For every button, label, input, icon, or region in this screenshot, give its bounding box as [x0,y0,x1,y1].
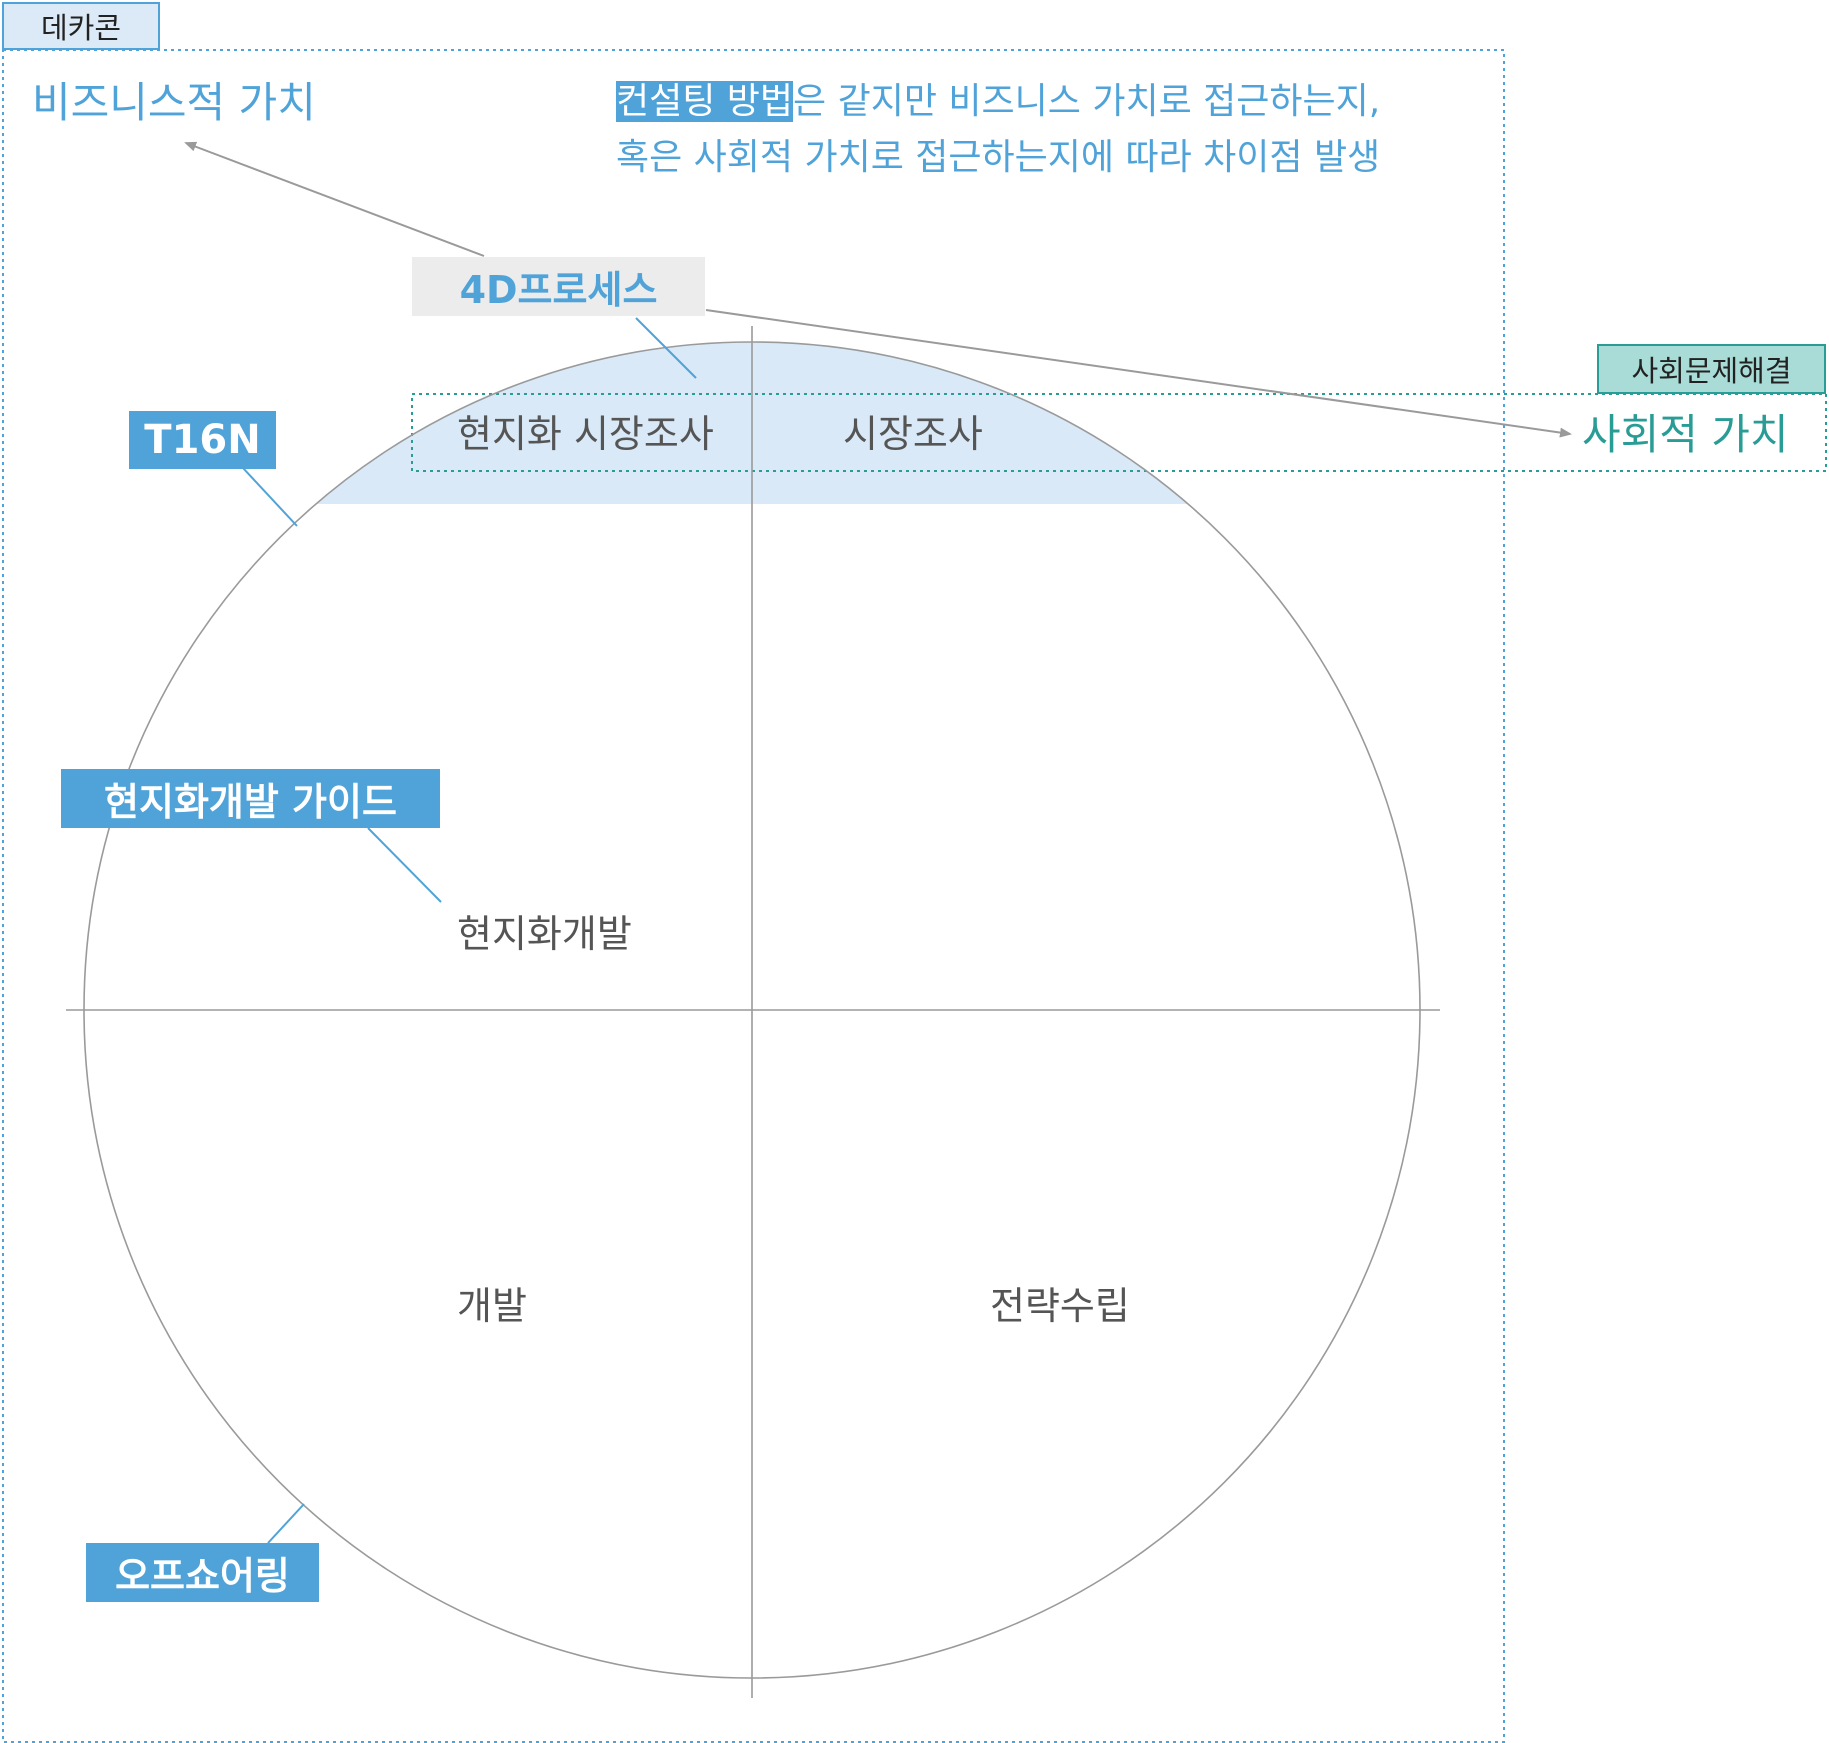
dekacon-tag: 데카콘 [2,2,160,50]
quadrant-market-research: 시장조사 [843,412,983,456]
quadrant-localization-development: 현지화개발 [457,912,632,956]
social-value-frame [411,393,1827,472]
arrow-to-social-value [705,309,1572,438]
social-solution-tag: 사회문제해결 [1597,344,1826,394]
social-solution-label: 사회문제해결 [1631,354,1792,388]
leader-t16n [242,467,298,527]
offshoring-tag: 오프쇼어링 [86,1543,319,1602]
process-4d-label: 4D프로세스 [459,268,658,312]
top-shaded-segment [84,342,1420,504]
offshoring-label: 오프쇼어링 [115,1554,290,1598]
quadrant-development: 개발 [457,1284,527,1328]
note-line-2: 혹은 사회적 가치로 접근하는지에 따라 차이점 발생 [616,137,1381,178]
note-line-1-rest: 은 같지만 비즈니스 가치로 접근하는지, [793,81,1381,122]
dekacon-label: 데카콘 [40,11,122,45]
business-value-label: 비즈니스적 가치 [32,78,316,127]
leader-localization-guide [367,827,442,903]
dekacon-frame [2,49,1505,1743]
localization-guide-label: 현지화개발 가이드 [104,780,397,824]
arrow-to-business-value [184,141,485,257]
leader-4d-process [635,317,697,379]
quadrant-localization-market-research: 현지화 시장조사 [457,412,714,456]
note-highlight: 컨설팅 방법 [616,81,794,122]
note-line-1: 컨설팅 방법은 같지만 비즈니스 가치로 접근하는지, [616,81,1381,122]
process-4d-tag: 4D프로세스 [412,257,705,316]
t16n-label: T16N [144,417,261,463]
localization-guide-tag: 현지화개발 가이드 [61,769,440,828]
social-value-label: 사회적 가치 [1582,410,1789,459]
leader-offshoring [267,1503,305,1544]
t16n-tag: T16N [129,411,276,469]
quadrant-strategy: 전략수립 [990,1284,1130,1328]
